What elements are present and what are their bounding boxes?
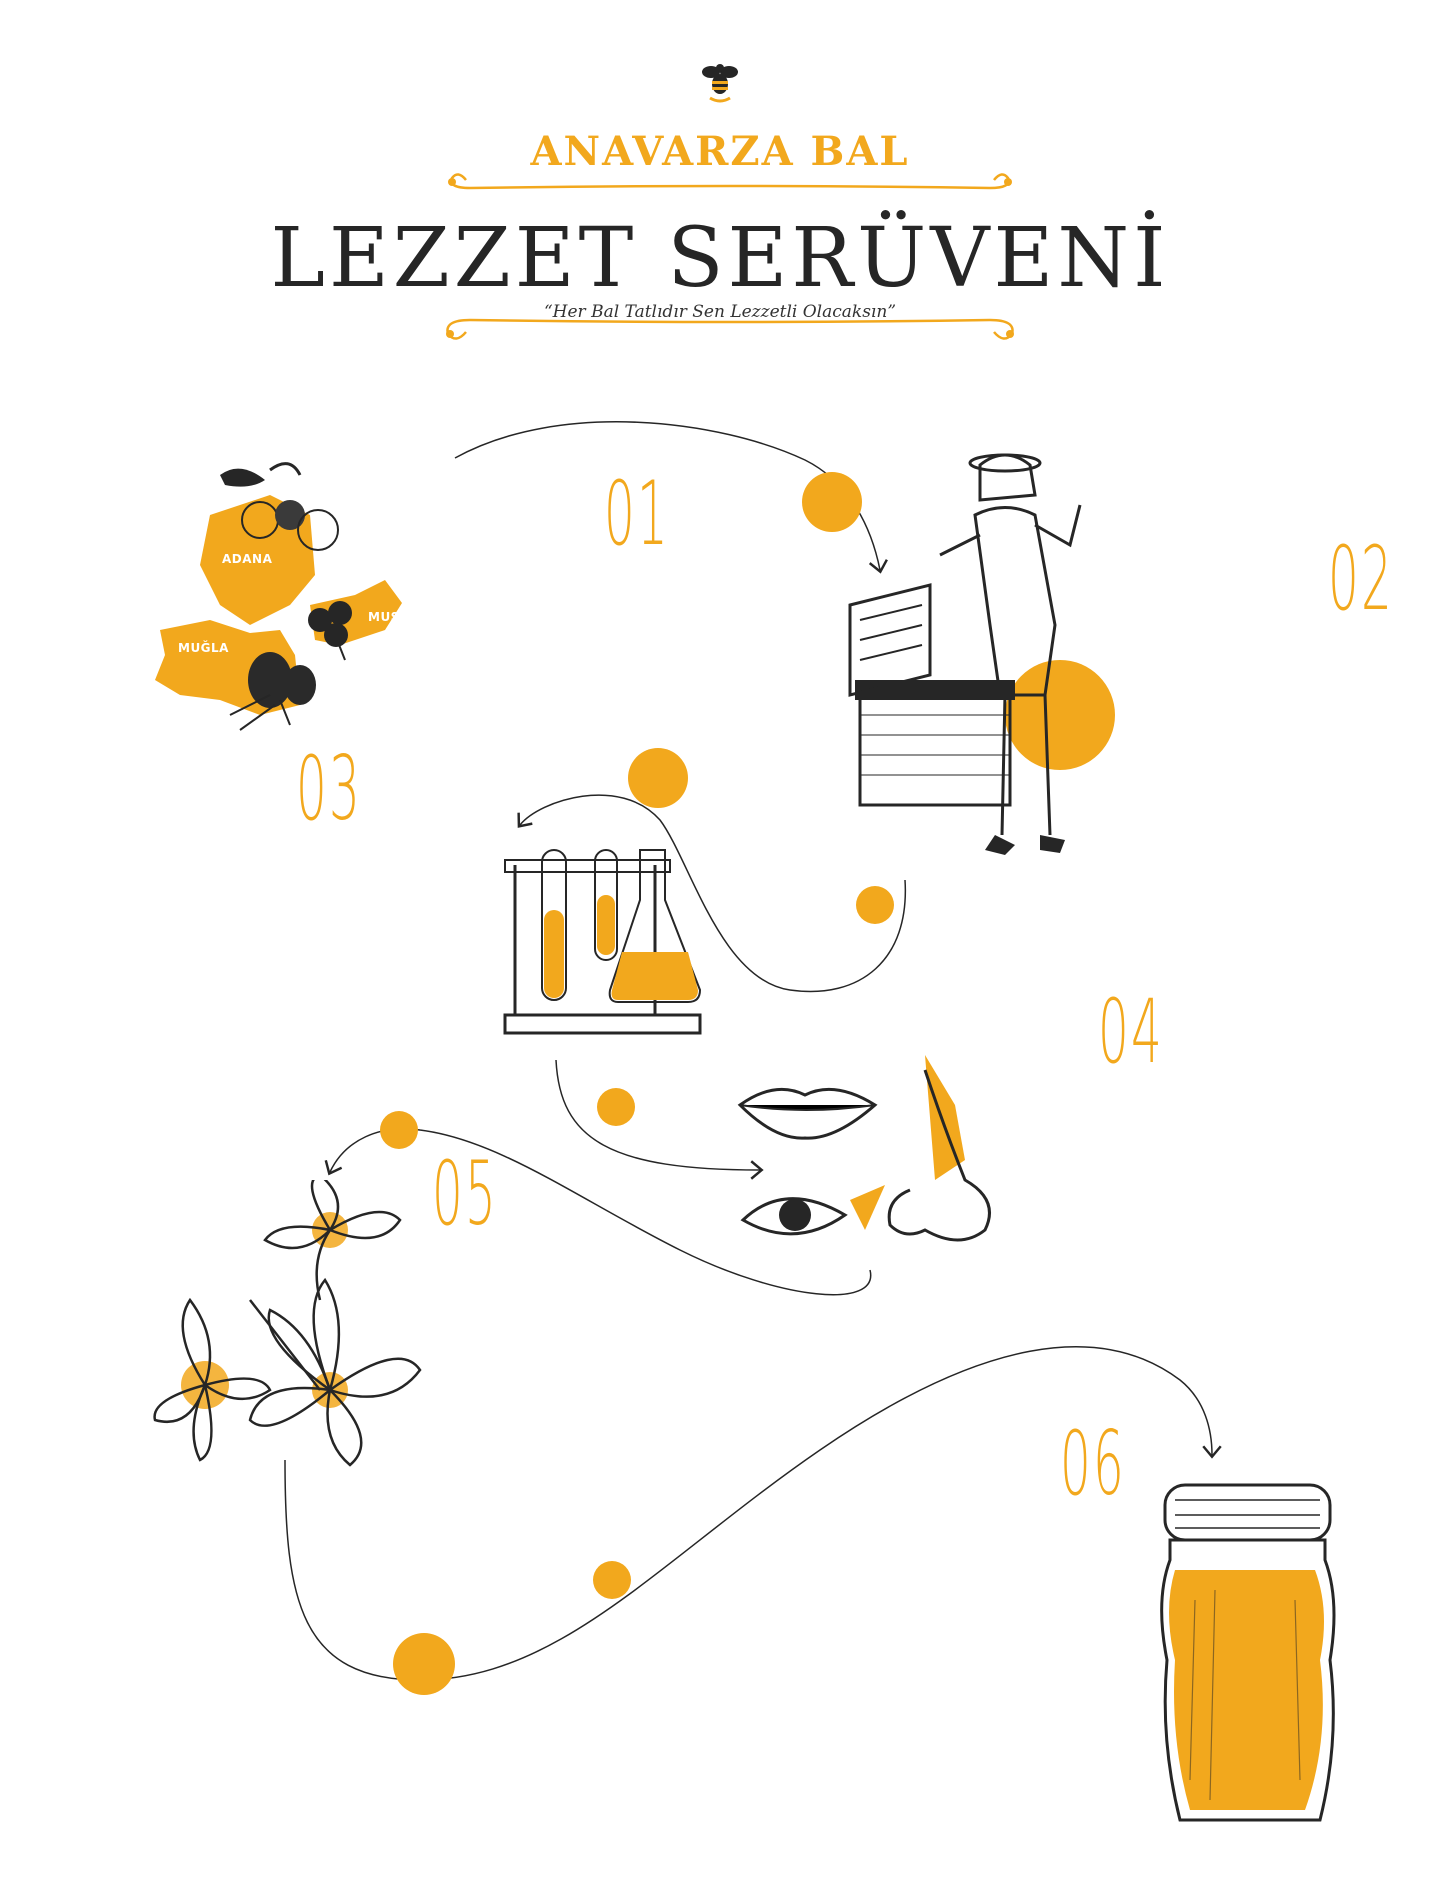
title-ornament-frame — [446, 173, 1014, 340]
accent-dot — [380, 1111, 418, 1149]
page-title: LEZZET SERÜVENİ — [270, 211, 1170, 306]
accent-dot — [593, 1561, 631, 1599]
step-number-06: 06 — [1060, 1412, 1126, 1515]
step-number-02: 02 — [1328, 527, 1394, 630]
bee-icon — [702, 64, 738, 103]
accent-dot — [597, 1088, 635, 1126]
region-map-illustration — [155, 462, 402, 731]
step-number-05: 05 — [432, 1142, 498, 1245]
accent-dot — [802, 472, 862, 532]
region-label-adana: ADANA — [222, 552, 273, 566]
accent-dot — [856, 886, 894, 924]
beekeeper-illustration — [848, 453, 1115, 855]
region-label-mus: MUŞ — [368, 610, 400, 624]
lab-glassware-illustration — [503, 849, 702, 1035]
region-label-mugla: MUĞLA — [178, 641, 229, 655]
honey-jar-illustration — [1160, 1483, 1336, 1822]
flow-arrow-3 — [555, 1059, 764, 1180]
senses-illustration — [737, 1055, 991, 1242]
brand-name: ANAVARZA BAL — [530, 128, 910, 175]
flow-arrow-5 — [284, 1346, 1222, 1681]
step-number-04: 04 — [1098, 980, 1164, 1083]
tagline: “Her Bal Tatlıdır Sen Lezzetli Olacaksın… — [543, 302, 897, 322]
step-number-01: 01 — [604, 462, 670, 565]
accent-dot — [393, 1633, 455, 1695]
lily-flowers-illustration — [153, 1180, 422, 1467]
flow-arrow-2 — [517, 794, 907, 993]
accent-dot — [628, 748, 688, 808]
step-number-03: 03 — [296, 737, 362, 840]
